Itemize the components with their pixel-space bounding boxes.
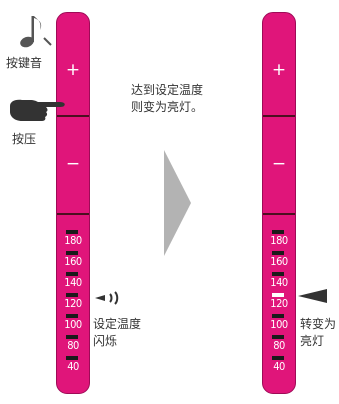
right-temp-row: 80 [263,335,295,356]
lit-indicator-icon [298,289,327,303]
right-temp-row: 140 [263,272,295,293]
temp-indicator-dash [66,230,78,234]
turn-lit-label: 转变为 亮灯 [300,316,336,350]
temp-indicator-dash [66,335,78,339]
right-temp-row: 120 [263,293,295,314]
left-temp-row: 180 [57,230,89,251]
center-note: 达到设定温度 则变为亮灯。 [131,82,203,116]
temp-value: 100 [64,318,82,331]
key-tone-label: 按键音 [6,56,43,70]
left-plus-button[interactable]: + [65,60,81,80]
label-line: 闪烁 [93,334,118,348]
left-temperature-bar: + − 180 160 140 120 100 80 40 [56,12,90,394]
left-temp-row: 100 [57,314,89,335]
right-temperature-bar: + − 180 160 140 120 100 80 40 [262,12,296,394]
temp-indicator-dash [272,335,284,339]
label-line: 设定温度 [93,317,142,331]
left-temp-row: 140 [57,272,89,293]
note-line: 达到设定温度 [131,83,204,97]
press-label: 按压 [12,132,37,146]
temp-indicator-dash [66,314,78,318]
temp-indicator-dash [272,230,284,234]
temp-value: 120 [270,297,288,310]
left-temp-row: 120 [57,293,89,314]
right-plus-button[interactable]: + [271,60,287,80]
temp-value: 40 [67,360,79,373]
temp-value: 160 [64,255,82,268]
temp-value: 140 [270,276,288,289]
left-upper-divider [57,115,89,117]
temp-indicator-dash [272,314,284,318]
right-temp-row: 100 [263,314,295,335]
temp-value: 140 [64,276,82,289]
left-temp-scale: 180 160 140 120 100 80 40 [57,230,89,377]
left-temp-row: 40 [57,356,89,377]
right-temp-scale: 180 160 140 120 100 80 40 [263,230,295,377]
right-lower-divider [263,213,295,215]
temp-indicator-dash [66,272,78,276]
temp-indicator-dash [66,293,78,297]
left-minus-button[interactable]: − [65,154,81,174]
temp-indicator-dash [66,251,78,255]
label-line: 亮灯 [300,334,325,348]
lit-temp-indicator-dash [272,293,284,297]
temp-value: 80 [67,339,79,352]
label-line: 转变为 [300,317,337,331]
temp-value: 100 [270,318,288,331]
right-minus-button[interactable]: − [271,154,287,174]
temp-indicator-dash [272,356,284,360]
left-temp-row: 80 [57,335,89,356]
right-temp-row: 40 [263,356,295,377]
right-upper-divider [263,115,295,117]
temp-value: 180 [270,234,288,247]
temp-indicator-dash [272,272,284,276]
set-temp-blink-label: 设定温度 闪烁 [93,316,141,350]
music-note-icon [20,16,52,48]
temp-value: 40 [273,360,285,373]
left-temp-row: 160 [57,251,89,272]
pressing-hand-icon [10,99,65,121]
right-temp-row: 160 [263,251,295,272]
transition-arrow-icon [164,150,191,256]
blinking-indicator-icon [95,291,119,305]
temp-value: 160 [270,255,288,268]
temp-indicator-dash [272,251,284,255]
temp-value: 120 [64,297,82,310]
left-lower-divider [57,213,89,215]
temp-value: 80 [273,339,285,352]
note-line: 则变为亮灯。 [131,100,204,114]
temp-indicator-dash [66,356,78,360]
right-temp-row: 180 [263,230,295,251]
temp-value: 180 [64,234,82,247]
